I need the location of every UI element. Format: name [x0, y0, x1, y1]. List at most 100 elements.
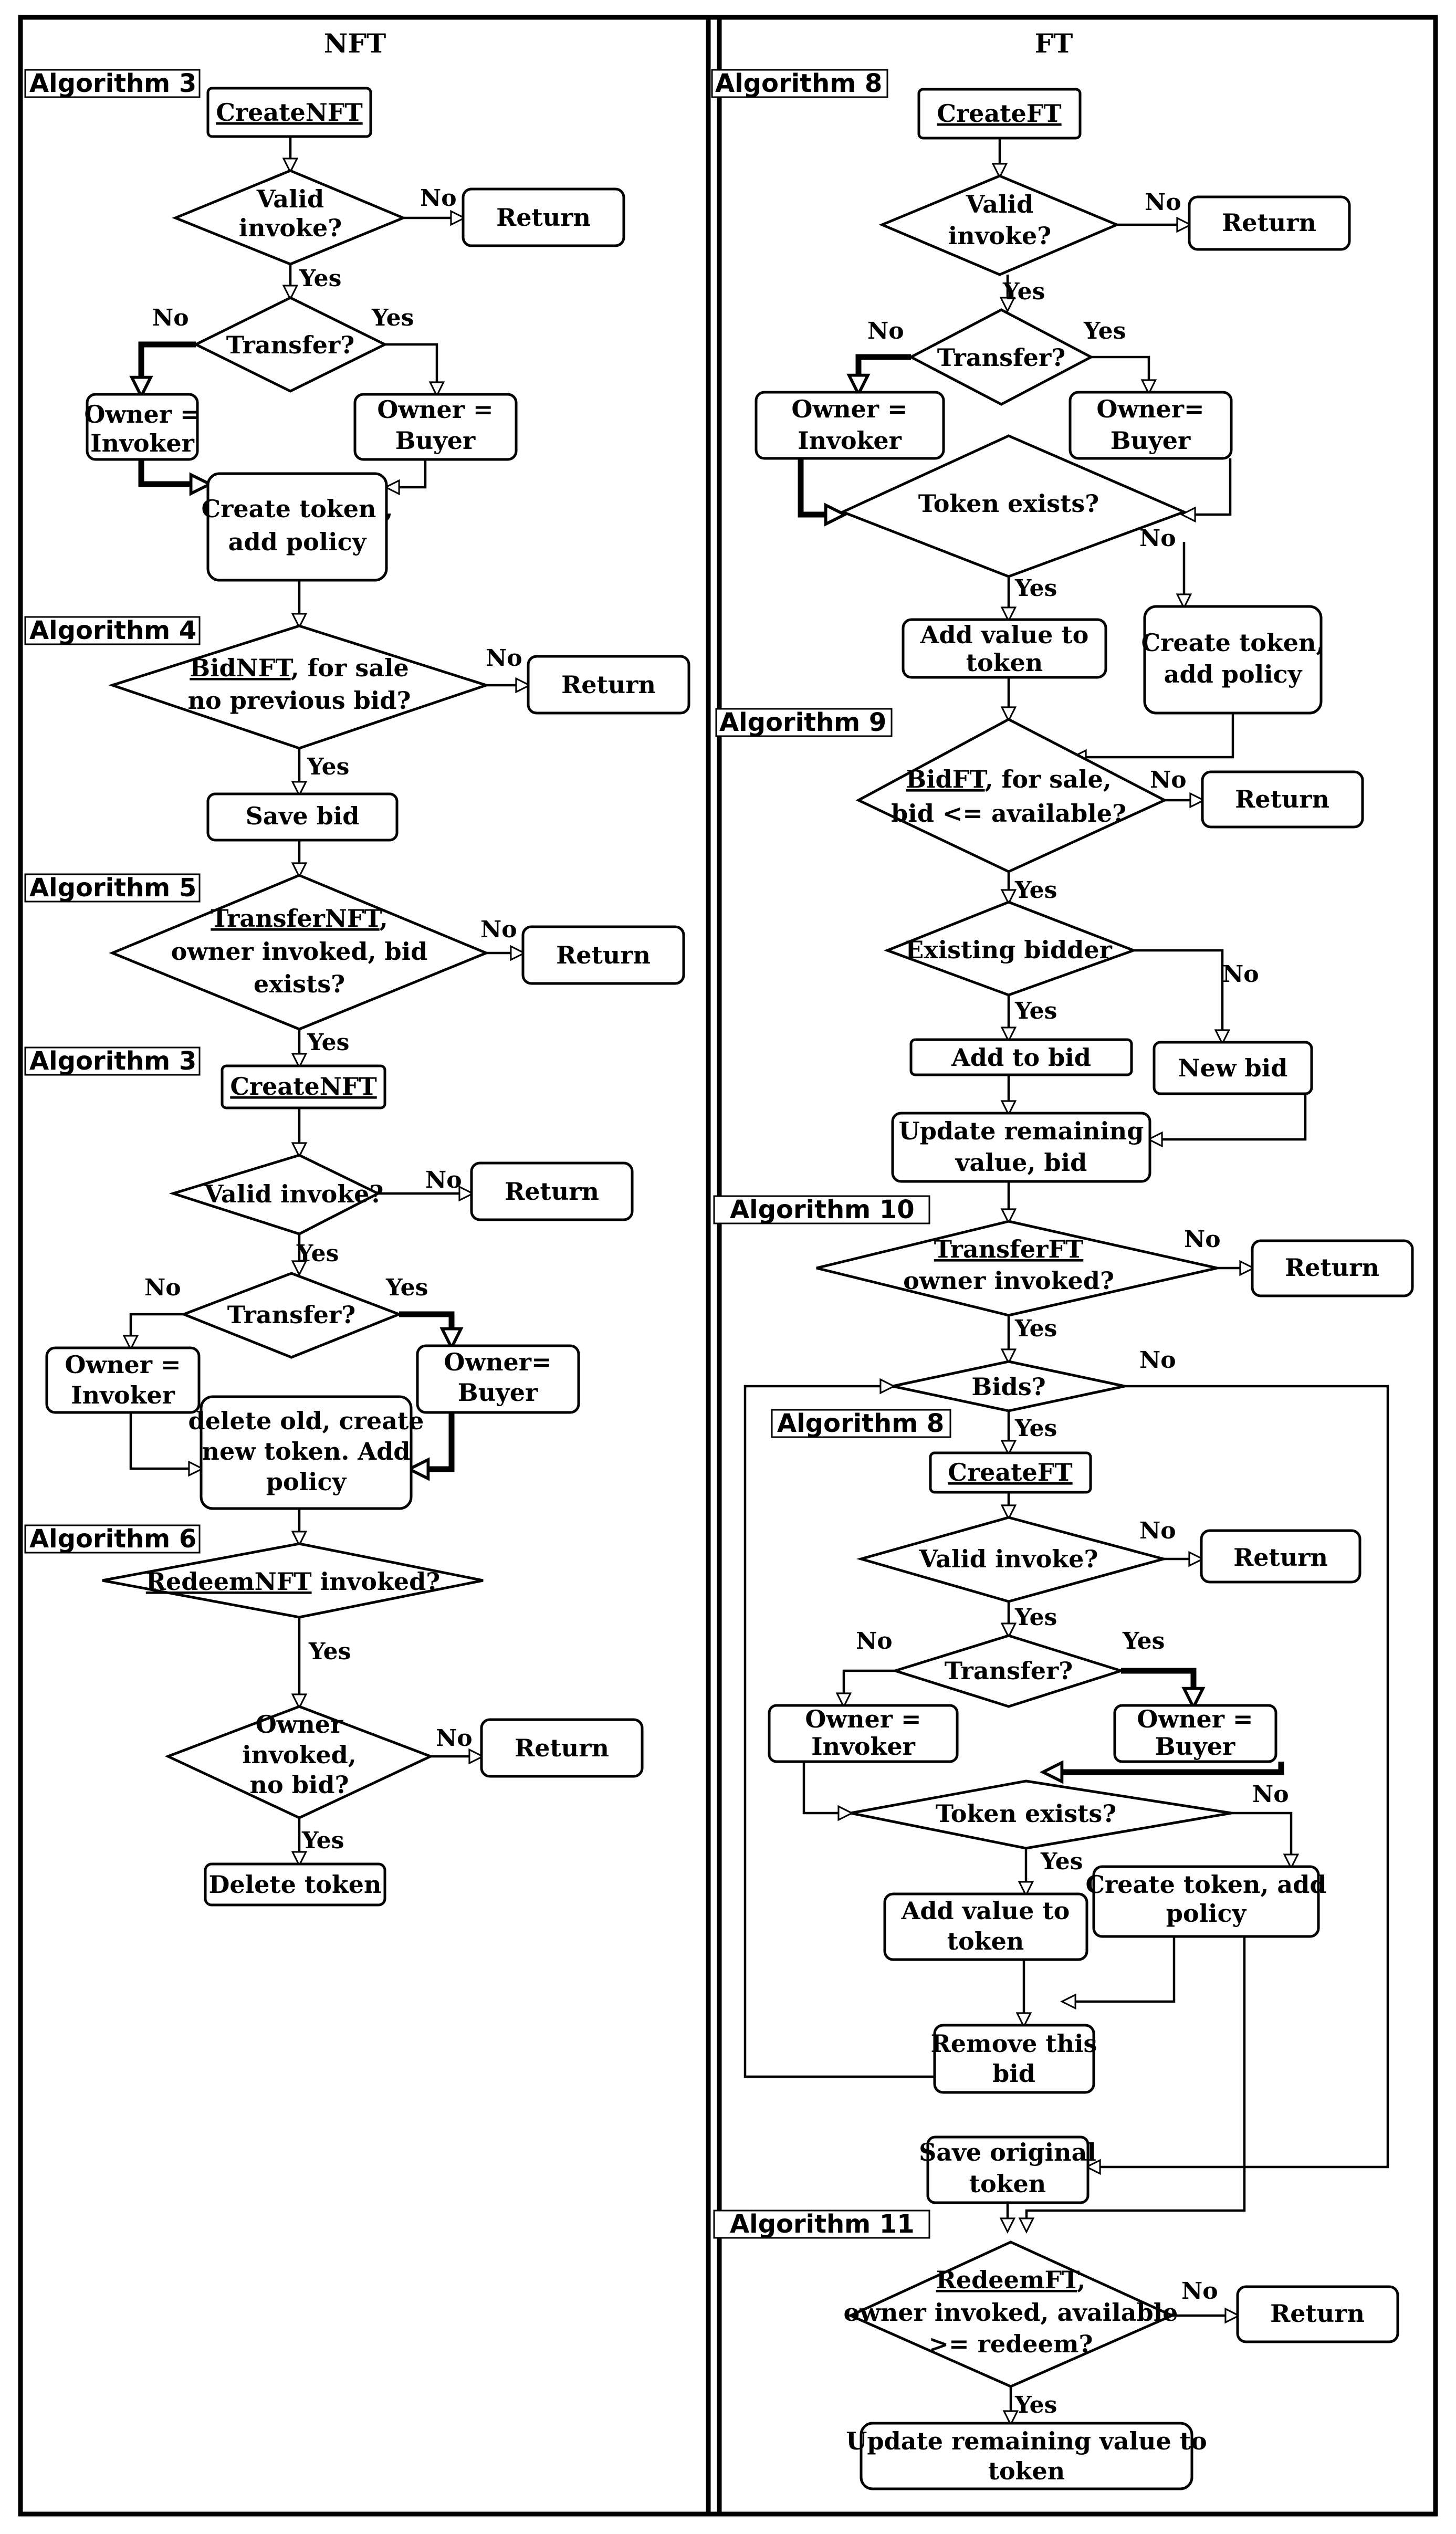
ft-valid-line2: invoke? [948, 222, 1051, 250]
nft-algorithm-6-label: Algorithm 6 [29, 1524, 196, 1554]
ft-update-remaining-line2: value, bid [955, 1148, 1087, 1177]
ft-owner-buyer-box-2 [1113, 1704, 1277, 1763]
nft-transfer-check-diamond [109, 874, 490, 1031]
nft-delete-old-line1: delete old, create [188, 1407, 424, 1435]
ft-transfer-check-line2: owner invoked? [903, 1266, 1114, 1295]
ft-token-exists-label-1: Token exists? [918, 489, 1099, 518]
ft-yes-label: Yes [1014, 877, 1057, 904]
nft-valid-invoke-diamond [172, 169, 407, 266]
ft-existing-bidder-diamond [884, 900, 1138, 997]
edges [122, 137, 1389, 2426]
nft-owner-invoker-2-line1: Owner = [65, 1350, 181, 1379]
frames [18, 15, 1438, 2517]
nft-owner-invoker-1-line1: Owner = [84, 400, 200, 428]
ft-transfer-check-diamond [816, 1220, 1218, 1317]
nft-yes-label: Yes [296, 1240, 339, 1267]
ft-return-box-3 [1251, 1239, 1414, 1297]
alg-badge-bg [24, 69, 201, 98]
ft-add-value-box-1 [902, 618, 1107, 679]
nft-return-label-2: Return [561, 671, 656, 699]
nft-no-label: No [480, 916, 517, 943]
ft-update-remaining-box [891, 1112, 1151, 1183]
ft-owner-invoker-2-line1: Owner = [805, 1705, 921, 1733]
nft-algorithm-3b-label: Algorithm 3 [29, 1046, 196, 1076]
nft-transfer-label-1: Transfer? [226, 331, 355, 359]
ft-no-label: No [1139, 525, 1176, 552]
ft-algorithm-9-label: Algorithm 9 [719, 708, 886, 737]
ft-add-value-1-line1: Add value to [920, 621, 1089, 649]
ft-owner-buyer-2-line2: Buyer [1155, 1732, 1235, 1761]
ft-create-token-2-line1: Create token, add [1085, 1870, 1326, 1899]
nft-redeem-label: RedeemNFT invoked? [146, 1567, 440, 1596]
nft-no-label: No [152, 305, 189, 331]
ft-redeem-line3: >= redeem? [929, 2330, 1093, 2358]
ft-token-exists-label-2: Token exists? [936, 1799, 1116, 1828]
create-nft-box-2 [221, 1064, 386, 1109]
ft-transfer-diamond-1 [908, 308, 1094, 406]
nft-valid-line2: invoke? [239, 214, 342, 242]
ft-no-label: No [1139, 1517, 1176, 1544]
nft-transfer-check-line1: TransferNFT, [211, 904, 387, 933]
nft-owner-buyer-box-1 [353, 393, 518, 461]
ft-return-label-1: Return [1222, 208, 1316, 237]
ft-column-heading: FT [1035, 28, 1073, 59]
ft-add-value-1-line2: token [966, 648, 1043, 677]
nft-return-box-3 [521, 925, 685, 985]
nft-create-token-line1: Create token , [202, 495, 393, 523]
ft-create-token-1-line1: Create token, [1141, 629, 1325, 657]
ft-remove-bid-line1: Remove this [931, 2029, 1097, 2058]
ft-yes-label: Yes [1014, 1415, 1057, 1442]
nft-owner-buyer-2-line2: Buyer [458, 1378, 538, 1407]
nft-valid-invoke-label-2: Valid invoke? [204, 1180, 384, 1208]
ft-redeem-line1: RedeemFT, [936, 2266, 1086, 2294]
ft-valid-line1: Valid [966, 190, 1033, 218]
ft-algorithm-11-label: Algorithm 11 [730, 2210, 915, 2239]
ft-redeem-diamond [847, 2240, 1176, 2388]
ft-bids-diamond [892, 1360, 1125, 1412]
ft-remove-bid-box [933, 2024, 1095, 2094]
ft-return-box-5 [1236, 2285, 1399, 2343]
ft-add-value-box-2 [883, 1892, 1088, 1961]
ft-save-original-box [926, 2135, 1090, 2204]
ft-owner-invoker-1-line2: Invoker [798, 426, 902, 455]
ft-existing-bidder-label: Existing bidder [905, 936, 1112, 964]
ft-valid-invoke-diamond-2 [856, 1516, 1169, 1603]
ft-yes-label: Yes [1014, 1604, 1057, 1631]
nft-yes-label: Yes [371, 305, 414, 331]
ft-no-label: No [1145, 189, 1181, 216]
ft-save-original-line1: Save original [919, 2138, 1096, 2166]
ft-redeem-line2: owner invoked, available [844, 2298, 1178, 2327]
create-ft-box-2 [929, 1451, 1092, 1494]
nft-save-bid-label: Save bid [246, 802, 360, 830]
ft-return-box-1 [1188, 195, 1351, 251]
nft-no-label: No [436, 1725, 473, 1752]
nft-owner-invoked-line2: invoked, [242, 1741, 357, 1769]
ft-yes-label: Yes [1014, 575, 1057, 602]
ft-nodes: CreateFT Valid invoke? Return Transfer? … [755, 88, 1414, 2490]
ft-no-label: No [1181, 2278, 1218, 2305]
nft-return-box-2 [527, 655, 690, 715]
ft-update-value-line2: token [988, 2457, 1065, 2485]
ft-return-label-5: Return [1270, 2299, 1365, 2328]
nft-owner-buyer-1-line1: Owner = [377, 395, 493, 424]
ft-bids-label: Bids? [971, 1373, 1045, 1401]
nft-save-bid-box [206, 792, 399, 842]
nft-return-box-4 [470, 1161, 634, 1221]
nft-return-label-3: Return [556, 941, 651, 969]
nft-transfer-check-line2: owner invoked, bid [171, 937, 428, 966]
ft-create-token-box-2 [1092, 1865, 1320, 1938]
ft-return-box-4 [1200, 1529, 1361, 1584]
nft-owner-invoker-box-1 [86, 393, 199, 461]
nft-owner-invoked-diamond [164, 1705, 434, 1819]
ft-return-label-2: Return [1235, 785, 1329, 813]
nft-return-label-5: Return [515, 1734, 609, 1762]
ft-save-original-line2: token [969, 2170, 1046, 2198]
nft-owner-invoker-1-line2: Invoker [90, 429, 195, 457]
ft-return-label-4: Return [1233, 1543, 1328, 1572]
ft-add-to-bid-box [909, 1038, 1133, 1076]
ft-no-label: No [1184, 1226, 1221, 1253]
ft-yes-label: Yes [1122, 1628, 1165, 1655]
ft-bid-diamond [855, 718, 1168, 873]
ft-owner-buyer-2-line1: Owner = [1137, 1705, 1253, 1733]
nft-algorithm-4-label: Algorithm 4 [29, 616, 196, 645]
